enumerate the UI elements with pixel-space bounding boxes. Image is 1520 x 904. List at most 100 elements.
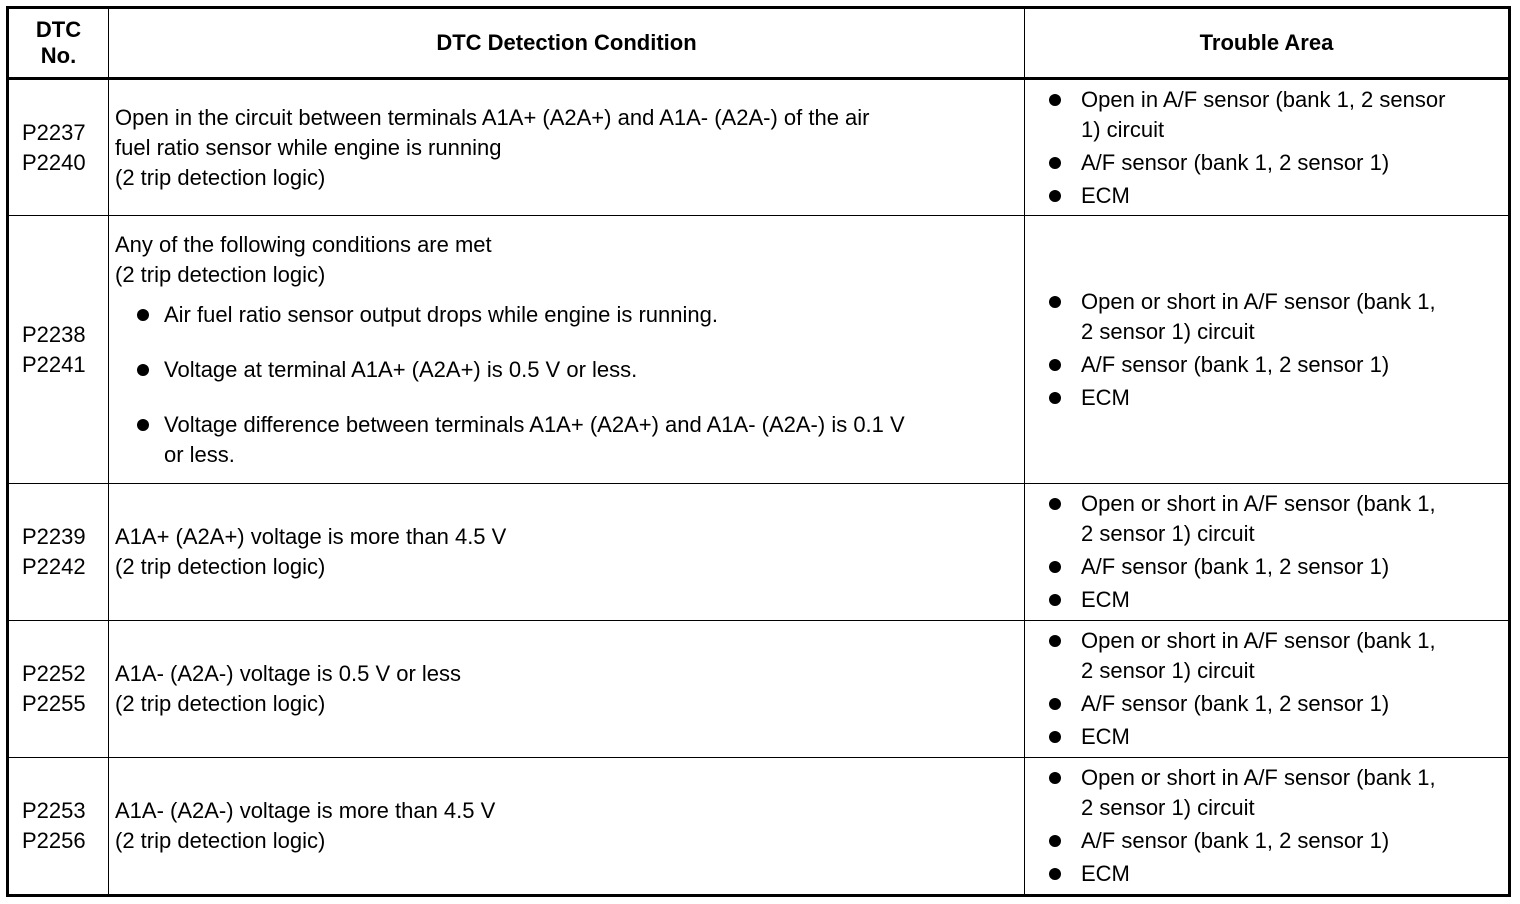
bullet-icon [1049, 93, 1061, 106]
bullet-icon [1049, 635, 1061, 647]
trouble-area-list: Open or short in A/F sensor (bank 1, 2 se… [1047, 489, 1500, 615]
bullet-icon [1049, 731, 1061, 743]
dtc-code: P2237 [22, 119, 86, 145]
dtc-code-cell: P2239 P2242 [7, 483, 109, 621]
bullet-icon [1049, 561, 1061, 573]
trouble-area-line: A/F sensor (bank 1, 2 sensor 1) [1081, 351, 1390, 377]
dtc-code-cell: P2252 P2255 [7, 620, 109, 758]
condition-line: fuel ratio sensor while engine is runnin… [115, 134, 502, 160]
dtc-code: P2256 [22, 828, 86, 853]
trouble-area-list: Open or short in A/F sensor (bank 1, 2 se… [1047, 626, 1500, 752]
dtc-code-cell: P2253 P2256 [7, 757, 109, 896]
trouble-area-item: Open or short in A/F sensor (bank 1, 2 se… [1047, 489, 1500, 549]
trouble-area-list: Open in A/F sensor (bank 1, 2 sensor 1) c… [1047, 85, 1500, 211]
condition-bullet: Voltage difference between terminals A1A… [115, 410, 1014, 470]
condition-line: (2 trip detection logic) [115, 261, 326, 287]
dtc-code: P2239 [22, 524, 86, 549]
bullet-icon [1049, 594, 1061, 606]
trouble-area-line: A/F sensor (bank 1, 2 sensor 1) [1081, 554, 1390, 579]
trouble-area-cell: Open in A/F sensor (bank 1, 2 sensor 1) c… [1024, 78, 1510, 216]
trouble-area-item: Open or short in A/F sensor (bank 1, 2 se… [1047, 626, 1500, 686]
condition-bullet-list: Air fuel ratio sensor output drops while… [115, 300, 1014, 470]
condition-line: (2 trip detection logic) [115, 828, 326, 853]
condition-line: (2 trip detection logic) [115, 164, 326, 190]
bullet-icon [1049, 156, 1061, 169]
trouble-area-item: A/F sensor (bank 1, 2 sensor 1) [1047, 689, 1500, 719]
header-dtc-no: DTC No. [7, 7, 109, 80]
dtc-code: P2252 [22, 661, 86, 686]
trouble-area-item: ECM [1047, 383, 1500, 413]
dtc-code: P2241 [22, 351, 86, 377]
trouble-area-line: 2 sensor 1) circuit [1081, 521, 1255, 546]
trouble-area-line: 1) circuit [1081, 116, 1165, 142]
table-row: P2237 P2240 Open in the circuit between … [7, 78, 1510, 216]
dtc-code-cell: P2238 P2241 [7, 215, 109, 484]
dtc-code: P2238 [22, 321, 86, 347]
trouble-area-line: A/F sensor (bank 1, 2 sensor 1) [1081, 149, 1390, 175]
condition-line: Open in the circuit between terminals A1… [115, 104, 870, 130]
trouble-area-line: ECM [1081, 384, 1130, 410]
trouble-area-line: Open in A/F sensor (bank 1, 2 sensor [1081, 86, 1446, 112]
header-condition: DTC Detection Condition [108, 7, 1025, 80]
condition-bullet-line: or less. [164, 441, 235, 467]
dtc-code-cell: P2237 P2240 [7, 78, 109, 216]
bullet-icon [1049, 698, 1061, 710]
condition-bullet-line: Voltage at terminal A1A+ (A2A+) is 0.5 V… [164, 356, 638, 382]
condition-line: A1A+ (A2A+) voltage is more than 4.5 V [115, 524, 507, 549]
trouble-area-line: ECM [1081, 587, 1130, 612]
table-body: P2237 P2240 Open in the circuit between … [7, 78, 1510, 896]
trouble-area-line: Open or short in A/F sensor (bank 1, [1081, 765, 1436, 790]
trouble-area-line: 2 sensor 1) circuit [1081, 318, 1255, 344]
header-row: DTC No. DTC Detection Condition Trouble … [7, 7, 1510, 80]
bullet-icon [1049, 295, 1061, 308]
condition-bullet-line: Air fuel ratio sensor output drops while… [164, 301, 718, 327]
condition-line: A1A- (A2A-) voltage is more than 4.5 V [115, 798, 496, 823]
trouble-area-line: A/F sensor (bank 1, 2 sensor 1) [1081, 828, 1390, 853]
table-row: P2238 P2241 Any of the following conditi… [7, 215, 1510, 484]
bullet-icon [1049, 358, 1061, 371]
trouble-area-cell: Open or short in A/F sensor (bank 1, 2 se… [1024, 757, 1510, 896]
condition-cell: Any of the following conditions are met … [108, 215, 1025, 484]
bullet-icon [1049, 835, 1061, 847]
dtc-code: P2242 [22, 554, 86, 579]
table-row: P2253 P2256 A1A- (A2A-) voltage is more … [7, 757, 1510, 896]
bullet-icon [1049, 772, 1061, 784]
table-row: P2239 P2242 A1A+ (A2A+) voltage is more … [7, 483, 1510, 621]
condition-cell: A1A- (A2A-) voltage is more than 4.5 V (… [108, 757, 1025, 896]
condition-line: Any of the following conditions are met [115, 231, 492, 257]
bullet-icon [137, 308, 149, 321]
trouble-area-item: A/F sensor (bank 1, 2 sensor 1) [1047, 350, 1500, 380]
dtc-code: P2255 [22, 691, 86, 716]
condition-bullet: Voltage at terminal A1A+ (A2A+) is 0.5 V… [115, 355, 1014, 385]
dtc-code: P2253 [22, 798, 86, 823]
condition-line: A1A- (A2A-) voltage is 0.5 V or less [115, 661, 462, 686]
trouble-area-line: Open or short in A/F sensor (bank 1, [1081, 628, 1436, 653]
table-row: P2252 P2255 A1A- (A2A-) voltage is 0.5 V… [7, 620, 1510, 758]
trouble-area-item: ECM [1047, 722, 1500, 752]
trouble-area-line: Open or short in A/F sensor (bank 1, [1081, 491, 1436, 516]
trouble-area-item: A/F sensor (bank 1, 2 sensor 1) [1047, 148, 1500, 178]
trouble-area-line: 2 sensor 1) circuit [1081, 795, 1255, 820]
condition-line: (2 trip detection logic) [115, 554, 326, 579]
bullet-icon [1049, 189, 1061, 202]
trouble-area-item: Open in A/F sensor (bank 1, 2 sensor 1) c… [1047, 85, 1500, 145]
condition-line: (2 trip detection logic) [115, 691, 326, 716]
header-trouble-area: Trouble Area [1024, 7, 1510, 80]
trouble-area-item: ECM [1047, 181, 1500, 211]
trouble-area-list: Open or short in A/F sensor (bank 1, 2 se… [1047, 763, 1500, 889]
trouble-area-cell: Open or short in A/F sensor (bank 1, 2 se… [1024, 620, 1510, 758]
trouble-area-line: ECM [1081, 861, 1130, 886]
trouble-area-item: A/F sensor (bank 1, 2 sensor 1) [1047, 826, 1500, 856]
trouble-area-line: A/F sensor (bank 1, 2 sensor 1) [1081, 691, 1390, 716]
dtc-table: DTC No. DTC Detection Condition Trouble … [6, 6, 1511, 897]
trouble-area-line: 2 sensor 1) circuit [1081, 658, 1255, 683]
header-dtc-no-line: DTC [35, 17, 82, 42]
trouble-area-line: Open or short in A/F sensor (bank 1, [1081, 288, 1436, 314]
trouble-area-cell: Open or short in A/F sensor (bank 1, 2 se… [1024, 215, 1510, 484]
trouble-area-item: A/F sensor (bank 1, 2 sensor 1) [1047, 552, 1500, 582]
condition-cell: Open in the circuit between terminals A1… [108, 78, 1025, 216]
bullet-icon [1049, 868, 1061, 880]
trouble-area-cell: Open or short in A/F sensor (bank 1, 2 se… [1024, 483, 1510, 621]
header-dtc-no-line: No. [40, 43, 77, 68]
trouble-area-line: ECM [1081, 182, 1130, 208]
